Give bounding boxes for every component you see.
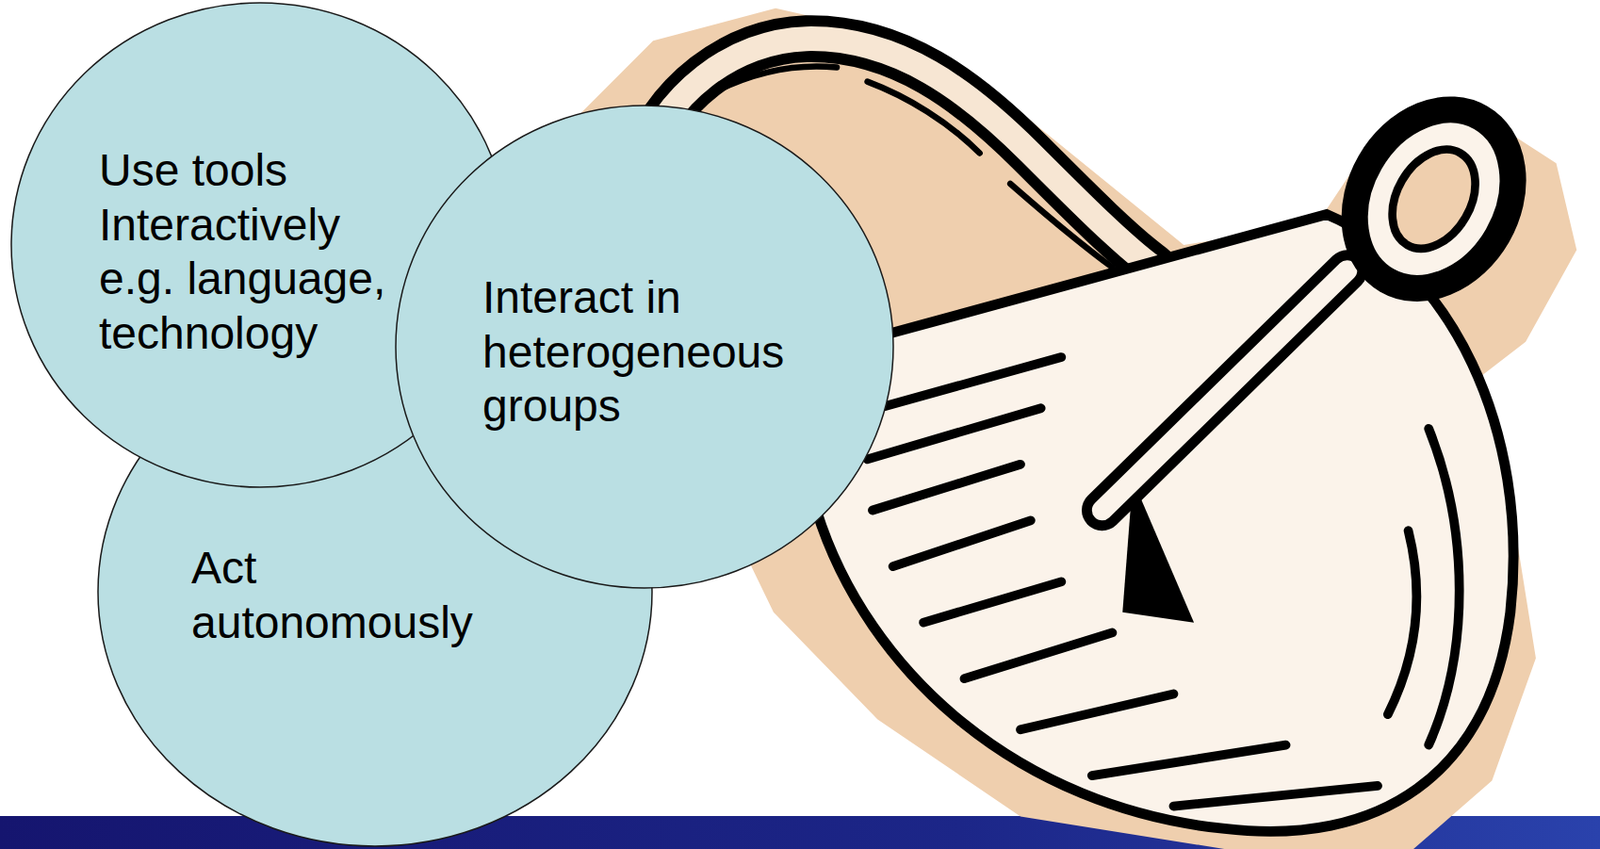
key-ring [1322,81,1545,318]
circle-label: Use tools Interactively e.g. language, t… [98,143,401,360]
lock-body [811,213,1514,832]
circle-shape [97,337,653,847]
circle-text-block: Use tools Interactively e.g. language, t… [98,143,401,360]
circle-label: Act autonomously [191,540,484,650]
circle-shape [395,105,894,588]
competency-circle: Interact in heterogeneous groups [394,104,895,589]
circle-label: Interact in heterogeneous groups [482,270,803,434]
circle-text-block: Interact in heterogeneous groups [482,270,803,434]
key-shaft [1102,270,1348,511]
key-ring-hole [1375,134,1493,264]
circle-text-block: Act autonomously [191,540,484,650]
key-shaft-inner [1102,270,1348,511]
